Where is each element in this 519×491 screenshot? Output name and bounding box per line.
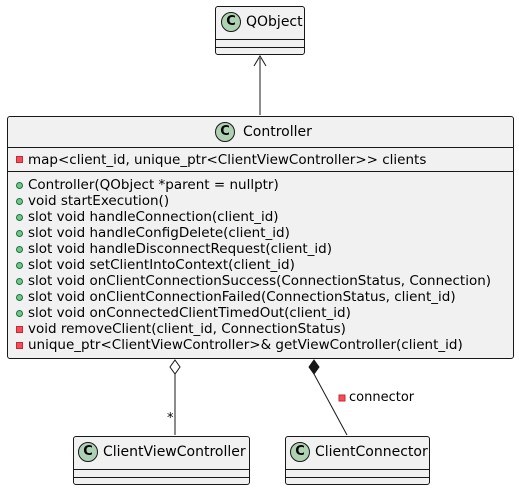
class-controller[interactable]: C Controller map<client_id, unique_ptr<C…: [7, 116, 514, 359]
class-divider: [216, 39, 304, 40]
class-qobject[interactable]: C QObject: [215, 6, 305, 55]
method-row: Controller(QObject *parent = nullptr): [28, 177, 279, 193]
class-divider: [74, 469, 249, 470]
class-name: ClientConnector: [315, 444, 428, 460]
class-divider: [216, 47, 304, 48]
edge-controller-clientconnector: [308, 359, 348, 436]
class-badge-icon: C: [290, 442, 310, 462]
private-visibility-icon: [16, 156, 23, 163]
class-name: QObject: [246, 14, 303, 30]
private-visibility-icon: [16, 326, 23, 333]
class-divider: [286, 477, 429, 478]
class-divider: [8, 147, 513, 148]
connector-private-marker: [338, 394, 346, 402]
public-visibility-icon: [16, 278, 23, 285]
class-divider: [8, 171, 513, 172]
method-row: slot void onClientConnectionFailed(Conne…: [28, 289, 456, 305]
method-row: slot void onClientConnectionSuccess(Conn…: [28, 273, 492, 289]
method-row: slot void setClientIntoContext(client_id…: [28, 257, 295, 273]
class-header: C QObject: [216, 7, 304, 37]
edge-controller-qobject: [253, 55, 267, 115]
public-visibility-icon: [16, 198, 23, 205]
public-visibility-icon: [16, 214, 23, 221]
method-row: slot void handleDisconnectRequest(client…: [28, 241, 333, 257]
class-clientviewcontroller[interactable]: C ClientViewController: [73, 436, 250, 485]
class-divider: [286, 469, 429, 470]
class-header: C ClientViewController: [74, 437, 249, 467]
class-header: C Controller: [8, 117, 513, 147]
public-visibility-icon: [16, 310, 23, 317]
method-row: void removeClient(client_id, ConnectionS…: [28, 321, 346, 337]
public-visibility-icon: [16, 230, 23, 237]
class-clientconnector[interactable]: C ClientConnector: [285, 436, 430, 485]
multiplicity-label: *: [167, 411, 174, 426]
private-visibility-icon: [16, 342, 23, 349]
composition-role-label: connector: [349, 390, 415, 405]
public-visibility-icon: [16, 294, 23, 301]
method-row: void startExecution(): [28, 193, 170, 209]
attribute-row: map<client_id, unique_ptr<ClientViewCont…: [28, 152, 427, 168]
method-row: slot void handleConfigDelete(client_id): [28, 225, 290, 241]
public-visibility-icon: [16, 182, 23, 189]
class-header: C ClientConnector: [286, 437, 429, 467]
class-badge-icon: C: [78, 442, 98, 462]
public-visibility-icon: [16, 262, 23, 269]
method-row: unique_ptr<ClientViewController>& getVie…: [28, 337, 463, 353]
method-row: slot void handleConnection(client_id): [28, 209, 279, 225]
class-name: ClientViewController: [103, 444, 246, 460]
class-badge-icon: C: [221, 12, 241, 32]
edge-controller-clientviewcontroller: [169, 359, 181, 435]
method-row: slot void onConnectedClientTimedOut(clie…: [28, 305, 351, 321]
class-divider: [74, 477, 249, 478]
class-name: Controller: [243, 124, 312, 140]
class-badge-icon: C: [215, 122, 235, 142]
public-visibility-icon: [16, 246, 23, 253]
